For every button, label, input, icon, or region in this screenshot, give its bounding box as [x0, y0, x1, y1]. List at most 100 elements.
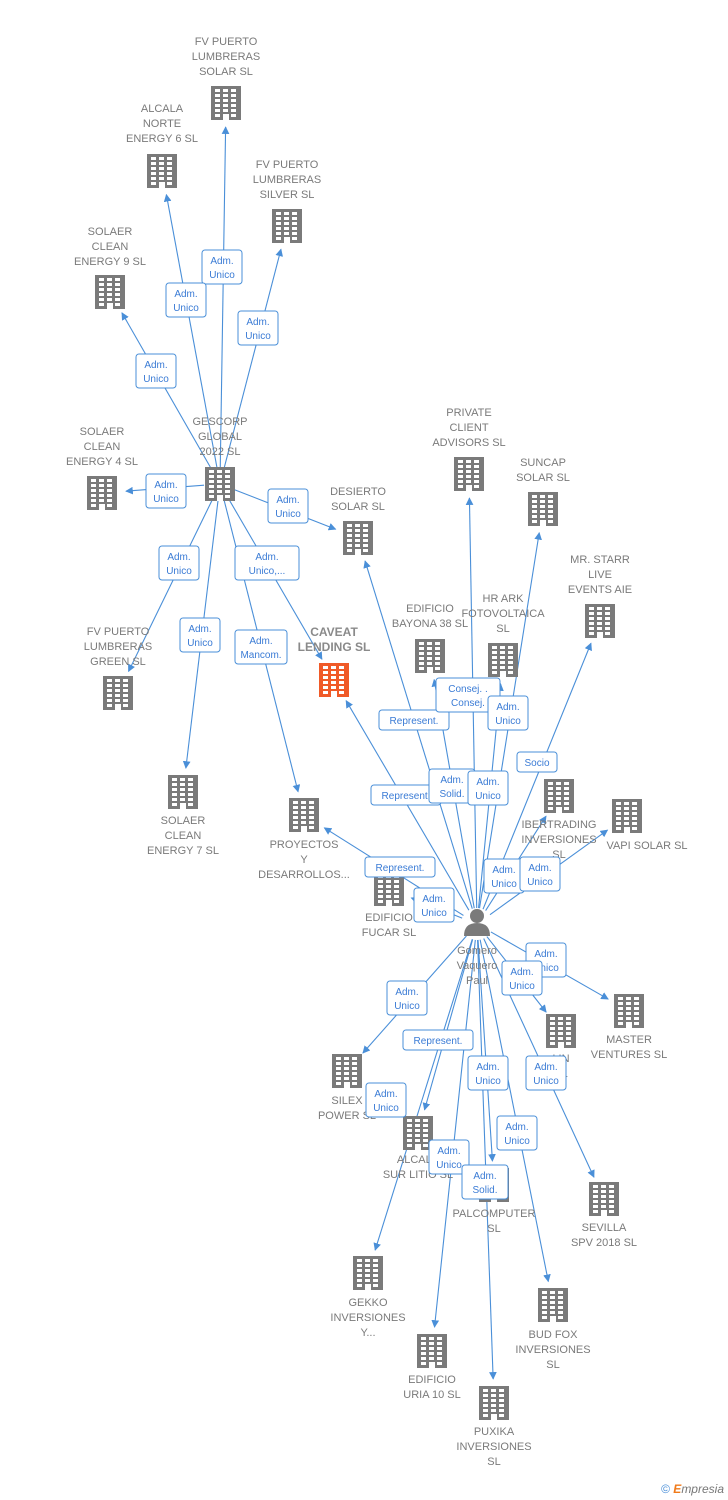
building-window [550, 1311, 555, 1314]
building-door [500, 671, 506, 677]
edge-gescorp-fv_green[interactable] [128, 498, 214, 673]
building-window [419, 642, 424, 645]
building-window [365, 1274, 370, 1277]
building-window [91, 504, 96, 507]
edge-gescorp-fv_silver[interactable] [223, 248, 283, 469]
edge-label: Adm.Solid. [428, 768, 476, 804]
building-window [309, 826, 314, 829]
building-door [601, 1210, 607, 1216]
building-window [107, 494, 112, 497]
building-window [632, 807, 637, 810]
building-window [407, 1119, 412, 1122]
node-vapi[interactable]: VAPI SOLAR SL [606, 799, 688, 852]
node-label-line: GESCORP [192, 416, 247, 428]
building-window [550, 1306, 555, 1309]
node-label-line: SPV 2018 SL [571, 1237, 637, 1249]
building-window [215, 94, 220, 97]
building-window [217, 485, 222, 488]
edge-label: Adm.Unico [413, 887, 455, 923]
building-window [292, 212, 297, 215]
edge-gescorp-fv_solar[interactable] [219, 126, 230, 469]
edge-gomero-alcala_sur[interactable] [422, 939, 474, 1111]
building-window [566, 1037, 571, 1040]
building-door [624, 827, 630, 833]
brand-logo[interactable]: Empresia [673, 1482, 724, 1496]
building-window [217, 480, 222, 483]
building-window [151, 162, 156, 165]
edge-gomero-gekko[interactable] [373, 939, 473, 1251]
building-window [217, 475, 222, 478]
edge-gomero-uria[interactable] [431, 939, 476, 1328]
building-window [107, 288, 112, 291]
building-icon [87, 476, 117, 510]
building-door [365, 1284, 371, 1290]
building-window [339, 666, 344, 669]
edge-gomero-palcomputer[interactable] [477, 939, 496, 1162]
edge-gescorp-alcala_norte[interactable] [163, 193, 218, 469]
edge-label-text: Unico [421, 908, 447, 919]
building-window [293, 801, 298, 804]
brand-initial: E [673, 1482, 682, 1496]
edge-gomero-puxika[interactable] [477, 939, 497, 1380]
building-door [466, 485, 472, 491]
building-window [293, 811, 298, 814]
node-label-line: FUCAR SL [362, 927, 416, 939]
building-window [427, 652, 432, 655]
node-label-line: Gomero [457, 945, 497, 957]
building-window [466, 480, 471, 483]
edge-label: Adm.Unico [501, 960, 543, 996]
building-window [373, 1279, 378, 1282]
edge-labels-layer: Adm.UnicoAdm.UnicoAdm.UnicoAdm.UnicoAdm.… [135, 249, 567, 1200]
building-window [556, 797, 561, 800]
edge-label-text: Adm. [528, 863, 551, 874]
building-window [548, 500, 553, 503]
edge-gomero-desierto[interactable] [363, 560, 473, 909]
building-icon [585, 604, 615, 638]
building-window [593, 1190, 598, 1193]
edge-gomero-bud_fox[interactable] [479, 939, 551, 1283]
edge-gescorp-solaer9[interactable] [121, 312, 213, 471]
building-window [293, 821, 298, 824]
building-window [540, 495, 545, 498]
node-label-line: GLOBAL [198, 431, 242, 443]
edge-label-text: Adm. [154, 480, 177, 491]
building-window [292, 232, 297, 235]
building-window [532, 495, 537, 498]
edge-label-text: Adm. [395, 987, 418, 998]
building-window [107, 489, 112, 492]
building-window [558, 1316, 563, 1319]
building-window [429, 1342, 434, 1345]
building-window [597, 622, 602, 625]
building-window [91, 499, 96, 502]
building-window [435, 662, 440, 665]
edge-label-box [501, 960, 543, 996]
